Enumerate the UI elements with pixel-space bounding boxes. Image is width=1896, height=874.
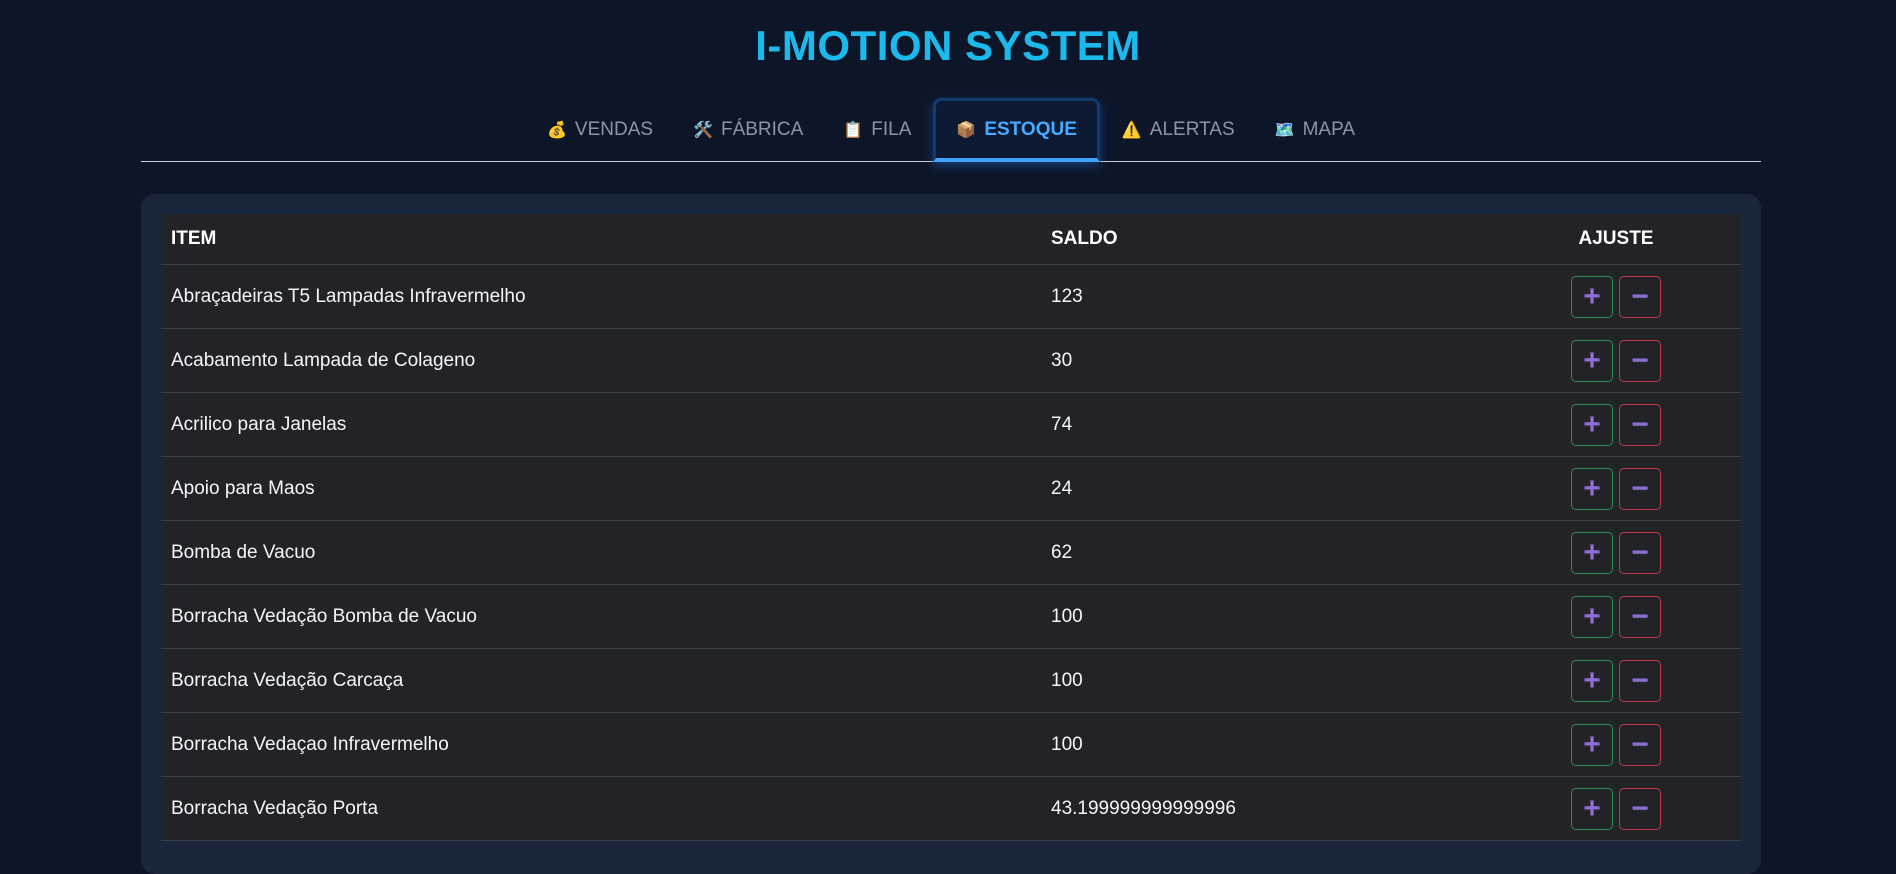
- ajuste-cell: +−: [1491, 712, 1741, 777]
- plus-icon: +: [1583, 535, 1601, 569]
- clipboard-icon: 📋: [843, 122, 864, 139]
- tab-label: FÁBRICA: [720, 119, 804, 140]
- plus-icon: +: [1583, 343, 1601, 377]
- increment-button[interactable]: +: [1571, 787, 1613, 830]
- header-ajuste: AJUSTE: [1491, 214, 1741, 265]
- item-saldo: 74: [1041, 392, 1491, 457]
- minus-icon: −: [1631, 279, 1649, 313]
- header-saldo: SALDO: [1041, 214, 1491, 265]
- decrement-button[interactable]: −: [1619, 659, 1661, 702]
- minus-icon: −: [1631, 791, 1649, 825]
- item-saldo: 24: [1041, 456, 1491, 521]
- minus-icon: −: [1631, 407, 1649, 441]
- item-name: Apoio para Maos: [161, 456, 1041, 521]
- minus-icon: −: [1631, 471, 1649, 505]
- item-saldo: 30: [1041, 328, 1491, 393]
- item-saldo: 100: [1041, 712, 1491, 777]
- package-icon: 📦: [956, 121, 977, 139]
- decrement-button[interactable]: −: [1619, 787, 1661, 830]
- plus-icon: +: [1583, 407, 1601, 441]
- header-item: ITEM: [161, 214, 1041, 265]
- increment-button[interactable]: +: [1571, 595, 1613, 638]
- ajuste-cell: +−: [1491, 648, 1741, 713]
- warning-icon: ⚠️: [1121, 122, 1142, 139]
- tab-fila[interactable]: 📋 FILA: [823, 98, 931, 162]
- main-tabs: 💰 VENDAS 🛠️ FÁBRICA 📋 FILA 📦 ESTOQUE ⚠️ ALERTAS 🗺️…: [141, 98, 1761, 162]
- increment-button[interactable]: +: [1571, 659, 1613, 702]
- increment-button[interactable]: +: [1571, 275, 1613, 318]
- minus-icon: −: [1631, 535, 1649, 569]
- plus-icon: +: [1583, 279, 1601, 313]
- plus-icon: +: [1583, 663, 1601, 697]
- item-saldo: 100: [1041, 648, 1491, 713]
- plus-icon: +: [1583, 599, 1601, 633]
- tab-alertas[interactable]: ⚠️ ALERTAS: [1102, 98, 1255, 162]
- tab-mapa[interactable]: 🗺️ MAPA: [1255, 98, 1375, 162]
- map-icon: 🗺️: [1274, 122, 1295, 139]
- decrement-button[interactable]: −: [1619, 339, 1661, 382]
- table-header-row: ITEM SALDO AJUSTE: [161, 214, 1741, 265]
- stock-table: ITEM SALDO AJUSTE Abraçadeiras T5 Lampad…: [161, 214, 1741, 841]
- tab-label: FILA: [871, 119, 912, 140]
- item-name: Abraçadeiras T5 Lampadas Infravermelho: [161, 264, 1041, 329]
- decrement-button[interactable]: −: [1619, 467, 1661, 510]
- plus-icon: +: [1583, 471, 1601, 505]
- ajuste-cell: +−: [1491, 776, 1741, 841]
- item-name: Bomba de Vacuo: [161, 520, 1041, 585]
- minus-icon: −: [1631, 343, 1649, 377]
- item-name: Borracha Vedação Bomba de Vacuo: [161, 584, 1041, 649]
- ajuste-cell: +−: [1491, 520, 1741, 585]
- decrement-button[interactable]: −: [1619, 403, 1661, 446]
- tab-vendas[interactable]: 💰 VENDAS: [527, 98, 673, 162]
- ajuste-cell: +−: [1491, 584, 1741, 649]
- ajuste-cell: +−: [1491, 456, 1741, 521]
- tab-fabrica[interactable]: 🛠️ FÁBRICA: [673, 98, 823, 162]
- minus-icon: −: [1631, 599, 1649, 633]
- money-bag-icon: 💰: [547, 122, 567, 139]
- decrement-button[interactable]: −: [1619, 531, 1661, 574]
- tab-label: ALERTAS: [1149, 119, 1235, 140]
- item-name: Borracha Vedação Carcaça: [161, 648, 1041, 713]
- decrement-button[interactable]: −: [1619, 275, 1661, 318]
- ajuste-cell: +−: [1491, 392, 1741, 457]
- increment-button[interactable]: +: [1571, 339, 1613, 382]
- increment-button[interactable]: +: [1571, 723, 1613, 766]
- minus-icon: −: [1631, 727, 1649, 761]
- item-name: Borracha Vedaçao Infravermelho: [161, 712, 1041, 777]
- item-saldo: 43.199999999999996: [1041, 776, 1491, 841]
- minus-icon: −: [1631, 663, 1649, 697]
- tab-estoque[interactable]: 📦 ESTOQUE: [933, 98, 1100, 162]
- item-saldo: 62: [1041, 520, 1491, 585]
- tab-label: VENDAS: [574, 119, 654, 140]
- plus-icon: +: [1583, 791, 1601, 825]
- item-saldo: 123: [1041, 264, 1491, 329]
- plus-icon: +: [1583, 727, 1601, 761]
- ajuste-cell: +−: [1491, 328, 1741, 393]
- decrement-button[interactable]: −: [1619, 723, 1661, 766]
- item-name: Acabamento Lampada de Colageno: [161, 328, 1041, 393]
- tab-label: MAPA: [1302, 119, 1355, 140]
- increment-button[interactable]: +: [1571, 467, 1613, 510]
- item-saldo: 100: [1041, 584, 1491, 649]
- app-title: I-MOTION SYSTEM: [755, 22, 1141, 69]
- decrement-button[interactable]: −: [1619, 595, 1661, 638]
- stock-panel: ITEM SALDO AJUSTE Abraçadeiras T5 Lampad…: [141, 194, 1761, 874]
- item-name: Acrilico para Janelas: [161, 392, 1041, 457]
- increment-button[interactable]: +: [1571, 531, 1613, 574]
- item-name: Borracha Vedação Porta: [161, 776, 1041, 841]
- increment-button[interactable]: +: [1571, 403, 1613, 446]
- tab-label: ESTOQUE: [984, 118, 1077, 140]
- ajuste-cell: +−: [1491, 264, 1741, 329]
- tools-icon: 🛠️: [693, 122, 713, 139]
